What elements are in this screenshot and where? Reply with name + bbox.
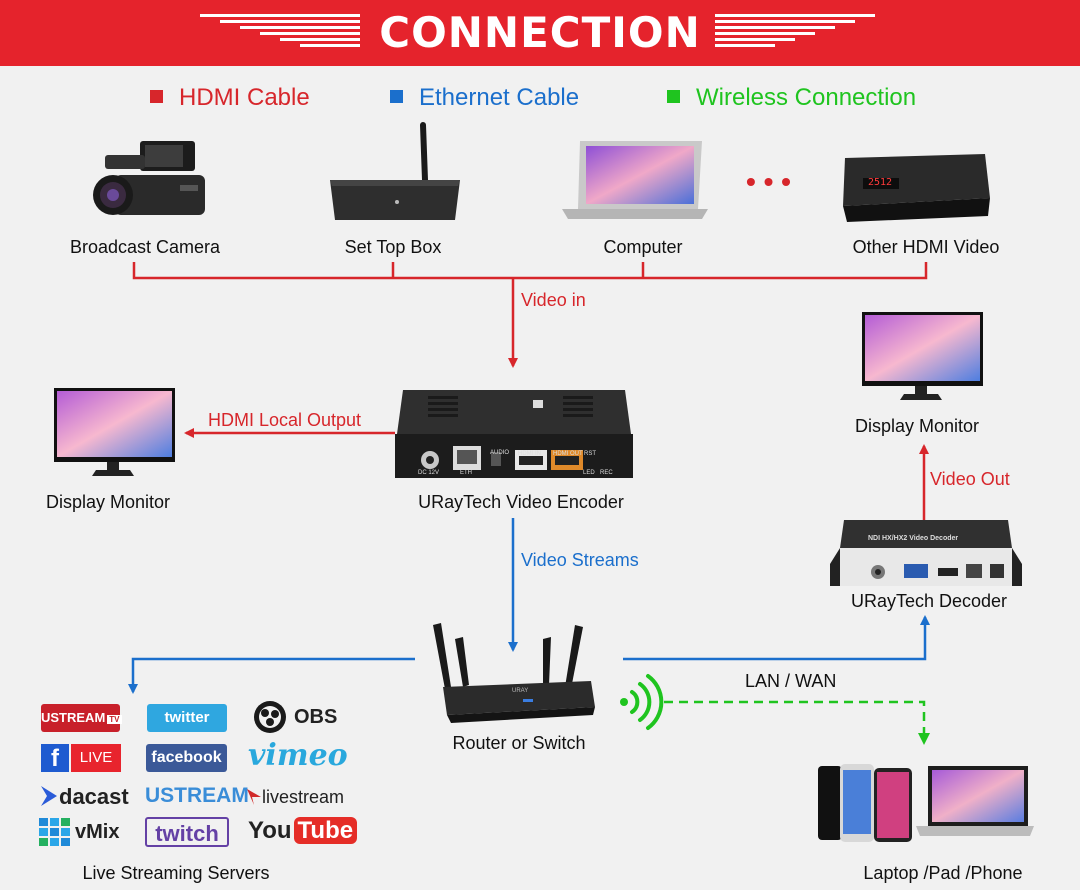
ustream-logo: USTREAM bbox=[145, 784, 249, 807]
encoder-port-led: LED bbox=[583, 470, 595, 476]
video-streams-label: Video Streams bbox=[521, 550, 639, 570]
facebook-f-icon: f bbox=[41, 744, 69, 772]
player-clock: 2512 bbox=[868, 177, 893, 188]
facebook-live-logo: LIVE bbox=[71, 744, 121, 772]
facebook-logo: facebook bbox=[146, 744, 227, 772]
encoder-port-eth: ETH bbox=[460, 470, 472, 476]
livestream-logo: livestream bbox=[262, 787, 345, 807]
router-icon bbox=[433, 623, 595, 723]
set-top-box-icon bbox=[330, 122, 460, 220]
encoder-port-audio: AUDIO bbox=[490, 450, 510, 456]
vimeo-logo: vimeo bbox=[248, 738, 348, 773]
lan-wan-label: LAN / WAN bbox=[745, 671, 837, 691]
obs-text: OBS bbox=[294, 706, 338, 728]
legend-wireless: Wireless Connection bbox=[667, 84, 916, 112]
youtube-you: You bbox=[248, 817, 292, 844]
ethernet-lines bbox=[128, 518, 930, 694]
router-brand: URAY bbox=[512, 688, 529, 694]
video-in-label: Video in bbox=[521, 290, 586, 310]
youtube-tube: Tube bbox=[293, 817, 358, 844]
wireless-lines bbox=[664, 700, 930, 745]
page-title: CONNECTION bbox=[379, 8, 701, 57]
dacast-logo: dacast bbox=[59, 784, 129, 809]
encoder-port-rst: RST bbox=[584, 451, 596, 457]
dacast-icon bbox=[41, 786, 57, 806]
twitch-logo: twitch bbox=[145, 817, 229, 847]
livestream-icon bbox=[247, 789, 261, 805]
other-hdmi-label: Other HDMI Video bbox=[852, 237, 1000, 257]
ustream-tv-text: USTREAM bbox=[41, 710, 106, 725]
hdmi-local-output-label: HDMI Local Output bbox=[208, 410, 362, 430]
hdmi-lines bbox=[132, 262, 929, 520]
vmix-icon bbox=[39, 818, 70, 846]
more-sources-ellipsis: • • • bbox=[746, 166, 791, 197]
encoder-device bbox=[395, 390, 633, 478]
set-top-box-label: Set Top Box bbox=[344, 237, 442, 257]
servers-label: Live Streaming Servers bbox=[82, 863, 270, 883]
video-out-label: Video Out bbox=[930, 469, 1010, 489]
title-banner bbox=[0, 0, 1080, 66]
monitor-right-icon bbox=[862, 312, 983, 400]
devices-label: Laptop /Pad /Phone bbox=[863, 863, 1023, 883]
obs-icon bbox=[254, 701, 286, 733]
decoder-device bbox=[830, 520, 1022, 586]
legend-ethernet-label: Ethernet Cable bbox=[419, 84, 580, 111]
monitor-left-icon bbox=[54, 388, 175, 476]
banner-stripes bbox=[200, 14, 875, 47]
decoder-label: URayTech Decoder bbox=[850, 591, 1008, 611]
encoder-port-hdmi-in: HDMI IN bbox=[518, 451, 541, 457]
computer-label: Computer bbox=[603, 237, 683, 257]
hdmi-swatch-icon bbox=[150, 90, 163, 103]
monitor-left-label: Display Monitor bbox=[45, 492, 171, 512]
legend-wireless-label: Wireless Connection bbox=[696, 84, 917, 111]
legend-hdmi: HDMI Cable bbox=[150, 84, 310, 112]
twitter-logo: twitter bbox=[147, 704, 227, 732]
wireless-swatch-icon bbox=[667, 90, 680, 103]
camera-icon bbox=[93, 141, 205, 215]
decoder-top-text: NDI HX/HX2 Video Decoder bbox=[868, 535, 959, 542]
wifi-icon bbox=[620, 674, 664, 730]
legend-ethernet: Ethernet Cable bbox=[390, 84, 579, 112]
vmix-logo: vMix bbox=[75, 821, 120, 843]
devices-icon bbox=[818, 764, 1034, 842]
router-label: Router or Switch bbox=[452, 733, 586, 753]
encoder-port-dc: DC 12V bbox=[418, 470, 440, 476]
laptop-icon bbox=[562, 141, 708, 219]
encoder-port-hdmi-out: HDMI OUT bbox=[553, 451, 583, 457]
ustream-tv-suffix: TV bbox=[107, 715, 122, 724]
encoder-label: URayTech Video Encoder bbox=[418, 492, 624, 512]
monitor-right-label: Display Monitor bbox=[854, 416, 980, 436]
camera-label: Broadcast Camera bbox=[69, 237, 221, 257]
legend-hdmi-label: HDMI Cable bbox=[179, 84, 310, 111]
ethernet-swatch-icon bbox=[390, 90, 403, 103]
hdmi-player-icon bbox=[843, 154, 990, 222]
encoder-port-rec: REC bbox=[600, 470, 613, 476]
